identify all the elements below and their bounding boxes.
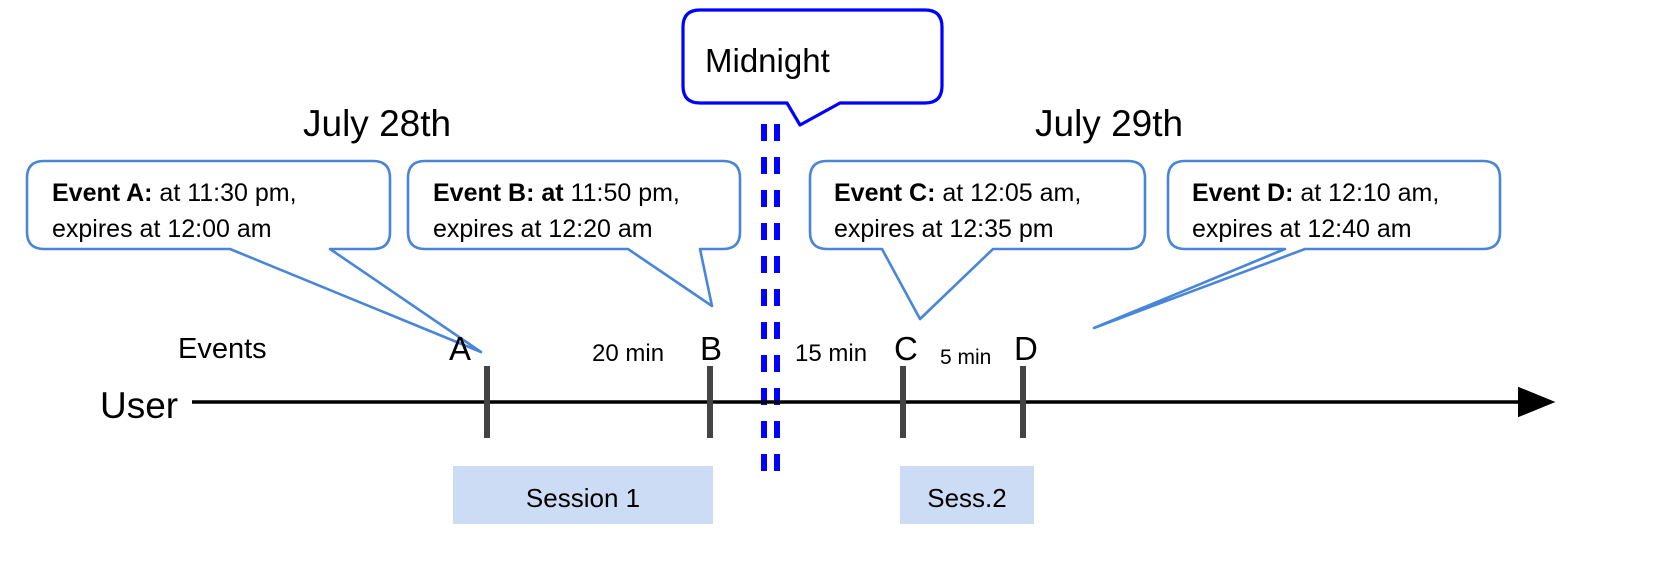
event-d-callout-text: Event D: at 12:10 am, expires at 12:40 a… — [1192, 175, 1439, 248]
event-b-callout-text: Event B: at 11:50 pm, expires at 12:20 a… — [433, 175, 680, 248]
event-a-rest: at 11:30 pm, — [152, 179, 297, 207]
tick-label-b: B — [700, 330, 723, 367]
events-row-label: Events — [178, 333, 267, 365]
date-label-july-28: July 28th — [303, 103, 452, 144]
tick-label-c: C — [894, 330, 918, 367]
gap-label-a-to-b: 20 min — [592, 340, 665, 367]
session-1-label: Session 1 — [525, 483, 641, 513]
event-a-bold: Event A: — [52, 179, 153, 207]
event-c-bold: Event C: — [834, 179, 936, 207]
event-d-line2: expires at 12:40 am — [1192, 215, 1412, 244]
event-d-callout-shape — [1092, 159, 1502, 330]
event-c-line2: expires at 12:35 pm — [834, 215, 1054, 244]
event-d-rest: at 12:10 am, — [1293, 179, 1440, 207]
event-a-line2: expires at 12:00 am — [52, 215, 272, 244]
event-a-callout-shape — [25, 159, 483, 354]
session-2-label: Sess.2 — [927, 483, 1007, 513]
tick-label-a: A — [449, 330, 472, 367]
tick-label-d: D — [1014, 330, 1038, 367]
midnight-label: Midnight — [705, 42, 830, 79]
user-lane-label: User — [100, 385, 179, 426]
session-2-box — [900, 466, 1034, 524]
event-c-callout-text: Event C: at 12:05 am, expires at 12:35 p… — [834, 175, 1081, 248]
date-label-july-29: July 29th — [1035, 103, 1184, 144]
event-b-rest: 11:50 pm, — [563, 179, 680, 207]
gap-label-c-to-d: 5 min — [940, 346, 992, 369]
event-b-callout-shape — [406, 159, 742, 308]
event-b-bold: Event B: at — [433, 179, 564, 207]
event-a-callout-text: Event A: at 11:30 pm, expires at 12:00 a… — [52, 175, 297, 248]
session-1-box — [453, 466, 713, 524]
event-c-rest: at 12:05 am, — [935, 179, 1082, 207]
midnight-callout-shape — [681, 8, 944, 127]
event-b-line2: expires at 12:20 am — [433, 215, 653, 244]
event-c-callout-shape — [808, 159, 1147, 321]
event-d-bold: Event D: — [1192, 179, 1294, 207]
gap-label-b-to-c: 15 min — [795, 340, 868, 367]
